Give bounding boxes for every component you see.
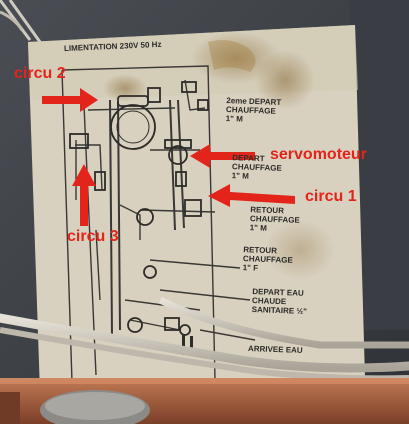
arrow-circu3 — [72, 164, 96, 226]
annotation-servomoteur: servomoteur — [270, 146, 367, 163]
servomotor-valve — [168, 145, 188, 165]
arrow-circu2 — [42, 88, 98, 112]
annotation-circu3: circu 3 — [67, 228, 119, 245]
circulator-1 — [184, 199, 202, 217]
label-arrivee: ARRIVEE EAU — [247, 344, 303, 355]
arrow-servomoteur — [190, 144, 255, 168]
label-eau-chaude: DEPART EAU CHAUDE SANITAIRE ½" — [251, 287, 308, 316]
circulator-3 — [69, 133, 89, 149]
electric-cable — [0, 313, 409, 373]
arrow-circu1 — [208, 184, 295, 207]
annotation-circu1: circu 1 — [305, 188, 357, 205]
label-retour-m: RETOUR CHAUFFAGE 1" M — [249, 205, 300, 233]
annotation-circu2: circu 2 — [14, 65, 66, 82]
label-retour-f: RETOUR CHAUFFAGE 1" F — [242, 245, 293, 273]
circulator-2 — [110, 104, 156, 150]
label-depart-2: 2eme DEPART CHAUFFAGE 1" M — [225, 96, 282, 124]
